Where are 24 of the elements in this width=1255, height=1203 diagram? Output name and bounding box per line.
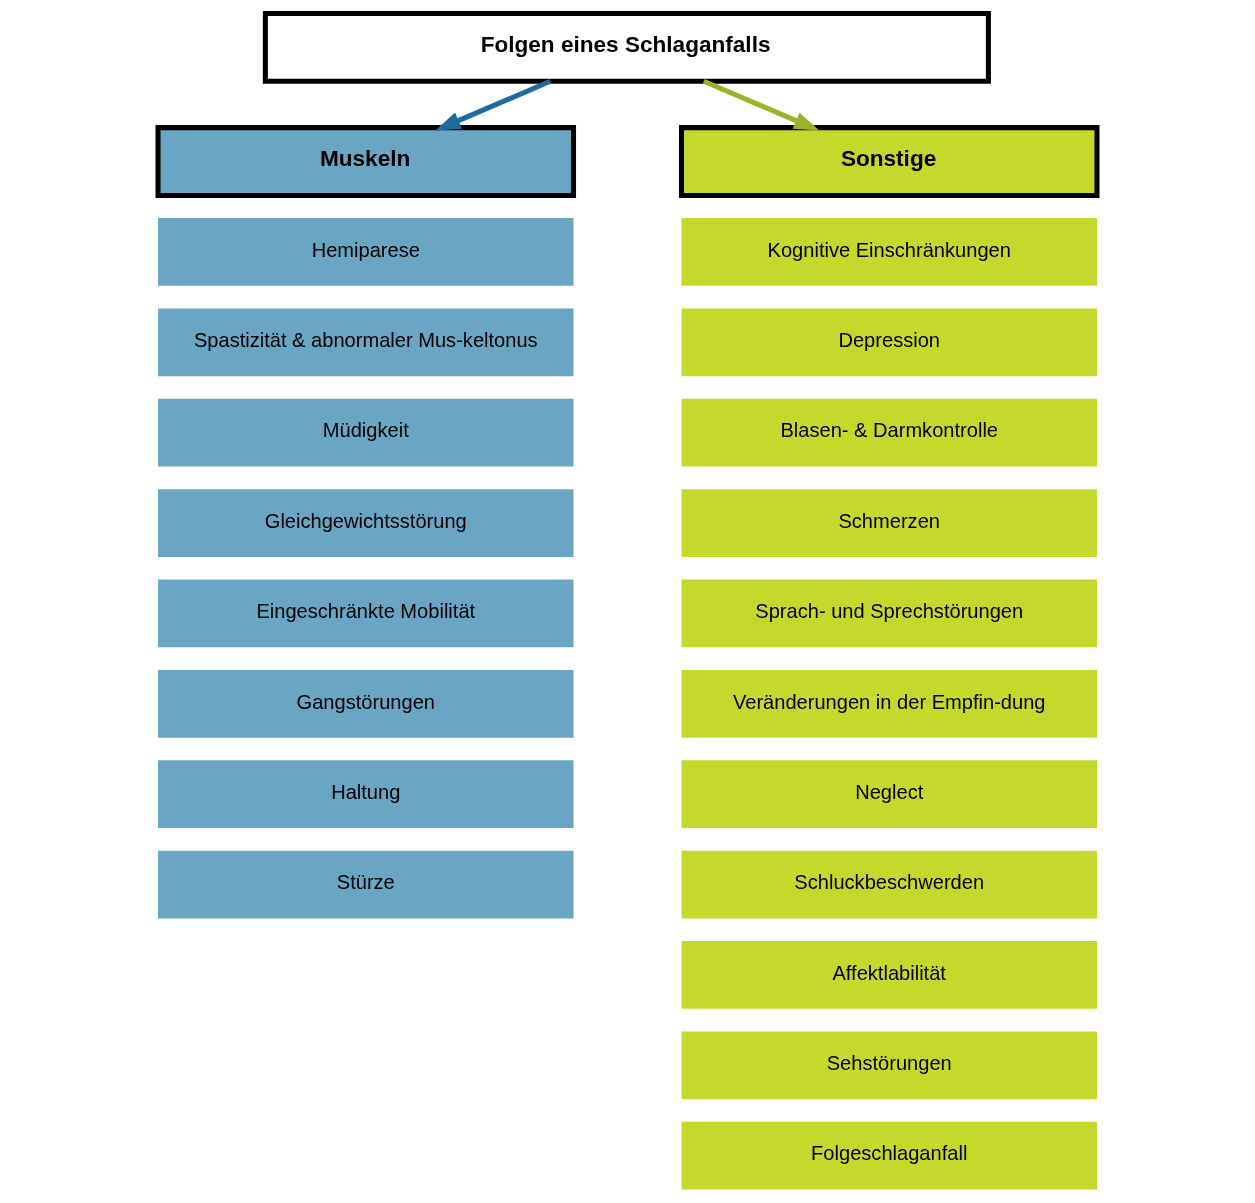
- node-box: Affektlabilität: [681, 941, 1097, 1009]
- node-box: Folgeschlaganfall: [681, 1121, 1097, 1190]
- arrow: [435, 79, 552, 131]
- node-box: Stürze: [158, 850, 574, 919]
- node-box: Blasen- & Darmkontrolle: [681, 398, 1097, 467]
- node-box: Veränderungen in der Empfin-dung: [681, 669, 1097, 738]
- arrow: [702, 79, 820, 131]
- node-box: Müdigkeit: [158, 398, 574, 467]
- node-box: Schmerzen: [681, 489, 1097, 557]
- node-box: Schluckbeschwerden: [681, 850, 1097, 919]
- node-box: Kognitive Einschränkungen: [681, 218, 1097, 286]
- node-box: Hemiparese: [158, 218, 574, 286]
- node-box: Sehstörungen: [681, 1031, 1097, 1100]
- node-box: Sonstige: [678, 125, 1100, 198]
- node-box: Haltung: [158, 760, 574, 829]
- node-box: Gleichgewichtsstörung: [158, 489, 574, 557]
- node-box: Eingeschränkte Mobilität: [158, 579, 574, 648]
- node-box: Gangstörungen: [158, 669, 574, 738]
- node-box: Muskeln: [155, 125, 577, 198]
- node-box: Depression: [681, 308, 1097, 377]
- node-box: Neglect: [681, 760, 1097, 829]
- node-box: Spastizität & abnormaler Mus-keltonus: [158, 308, 574, 377]
- node-box: Sprach- und Sprechstörungen: [681, 579, 1097, 648]
- node-box: Folgen eines Schlaganfalls: [262, 10, 991, 84]
